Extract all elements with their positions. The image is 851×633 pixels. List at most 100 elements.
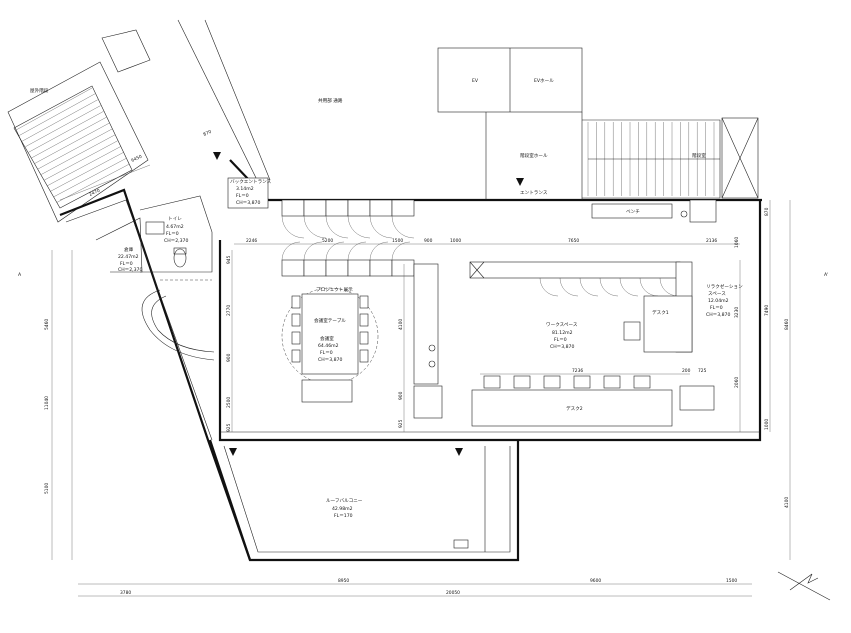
dim-right-top: 870 — [764, 207, 770, 216]
toilet-fl: FL＝0 — [166, 231, 179, 237]
exterior-walls — [59, 19, 762, 562]
dimension-labels: 2246 5200 1500 900 1000 7650 2136 5460 1… — [44, 129, 790, 596]
chair — [513, 375, 531, 389]
chair — [291, 313, 301, 327]
dim-mid: 900 — [398, 391, 404, 400]
door-swing — [639, 277, 659, 297]
stair-tread — [34, 122, 110, 164]
stair-tread — [37, 128, 113, 170]
stair-tread — [19, 93, 95, 136]
cabinet — [369, 199, 393, 217]
outdoor-stair-label: 屋外階段 — [30, 87, 49, 94]
dim-left: 5460 — [44, 319, 50, 330]
work-space-fl: FL＝0 — [554, 337, 567, 343]
cabinet — [347, 259, 371, 277]
dim-top: 1000 — [450, 238, 461, 244]
dim-right: 4100 — [784, 497, 790, 508]
meeting-room — [281, 287, 379, 403]
work-space-area: 81.12m2 — [552, 330, 573, 336]
toilet-area: 4.67m2 — [166, 224, 184, 230]
cabinet — [325, 199, 349, 217]
stair-tread — [28, 111, 104, 153]
meeting-room-area: 64.46m2 — [318, 343, 339, 349]
dim-mid: 4100 — [398, 319, 404, 330]
stair-tread — [50, 152, 124, 192]
storage-cabinets — [281, 199, 679, 297]
stair-tread — [47, 146, 121, 186]
chair — [359, 313, 369, 327]
relax-space-fl: FL＝0 — [710, 305, 723, 311]
chair — [359, 331, 369, 345]
cabinet — [391, 199, 415, 217]
chair — [359, 349, 369, 363]
meeting-room-name: 会議室 — [320, 335, 334, 342]
back-entrance-fl: FL＝0 — [236, 193, 249, 199]
cabinet — [391, 259, 415, 277]
relax-space-area: 12.04m2 — [708, 298, 729, 304]
dim-left: 5100 — [44, 483, 50, 494]
relax-space-name: リラクゼーション — [706, 283, 743, 290]
relax-space-name2: スペース — [708, 291, 726, 297]
chair — [291, 331, 301, 345]
dim-top: 900 — [424, 238, 433, 244]
dim-top: 2136 — [706, 238, 717, 244]
storage-area: 22.47m2 — [118, 254, 139, 260]
storage-ch: CH＝2,370 — [118, 267, 142, 273]
bench-label: ベンチ — [626, 209, 640, 215]
stair-tread — [15, 87, 93, 131]
common-corridor-label: 共用部 通路 — [318, 97, 343, 104]
dim-mid: 925 — [398, 419, 404, 428]
dim-left-inner: 945 — [226, 255, 232, 264]
toilet-name: トイレ — [168, 217, 182, 222]
back-entrance-area: 3.14m2 — [236, 186, 254, 192]
cabinet — [281, 199, 305, 217]
dim-right: 2060 — [734, 377, 740, 388]
relax-space-ch: CH＝3,870 — [706, 312, 730, 318]
section-a-label: A — [18, 272, 22, 278]
dim-top: 7650 — [568, 238, 579, 244]
north-arrow — [777, 571, 831, 601]
section-a-prime-label: A' — [824, 272, 828, 278]
door-swing — [579, 277, 599, 297]
roof-balcony-name: ルーフバルコニー — [326, 498, 363, 504]
dim-top: 5200 — [322, 238, 333, 244]
dimension-lines — [51, 200, 791, 597]
community-table-label: 会議室テーブル — [314, 317, 346, 324]
stair-hall-label: 階段室ホール — [520, 152, 548, 159]
room-labels: 屋外階段 共用部 通路 EV EVホール 階段室ホール 階段室 エントランス ベ… — [18, 78, 828, 519]
arrow-marker — [229, 448, 237, 456]
dim-bottom-total: 20050 — [446, 590, 460, 596]
stair-room-label: 階段室 — [692, 152, 706, 159]
dim-desk2: 725 — [698, 368, 707, 374]
desk2-label: デスク2 — [566, 405, 583, 412]
dim-right: 7490 — [764, 305, 770, 316]
work-space — [413, 261, 715, 427]
roof-balcony-area: 42.98m2 — [332, 506, 353, 512]
stair-tread — [31, 117, 107, 159]
back-entrance-ch: CH＝3,870 — [236, 200, 260, 206]
storage-fl: FL＝0 — [120, 261, 133, 267]
chair — [483, 375, 501, 389]
stair-tread — [22, 99, 98, 142]
dim-bottom: 9600 — [590, 578, 601, 584]
back-entrance — [227, 177, 269, 209]
dim-right: 1060 — [734, 237, 740, 248]
dim-desk2: 200 — [682, 368, 691, 374]
meeting-room-ch: CH＝3,870 — [318, 357, 342, 363]
stair-tread — [41, 134, 115, 175]
dim-left-inner: 2770 — [226, 305, 232, 316]
dim-bottom: 8950 — [338, 578, 349, 584]
desk1-label: デスク1 — [652, 309, 669, 316]
dim-left: 11040 — [44, 396, 50, 410]
door-swing — [619, 277, 639, 297]
chair — [633, 375, 651, 389]
dim-desk2: 7236 — [572, 368, 583, 374]
door-swing — [659, 277, 679, 297]
chair — [543, 375, 561, 389]
dim-top: 1500 — [392, 238, 403, 244]
chair — [291, 295, 301, 309]
cabinet — [369, 259, 393, 277]
dim-stair: 6450 — [130, 154, 143, 164]
stair-tread — [56, 163, 130, 203]
